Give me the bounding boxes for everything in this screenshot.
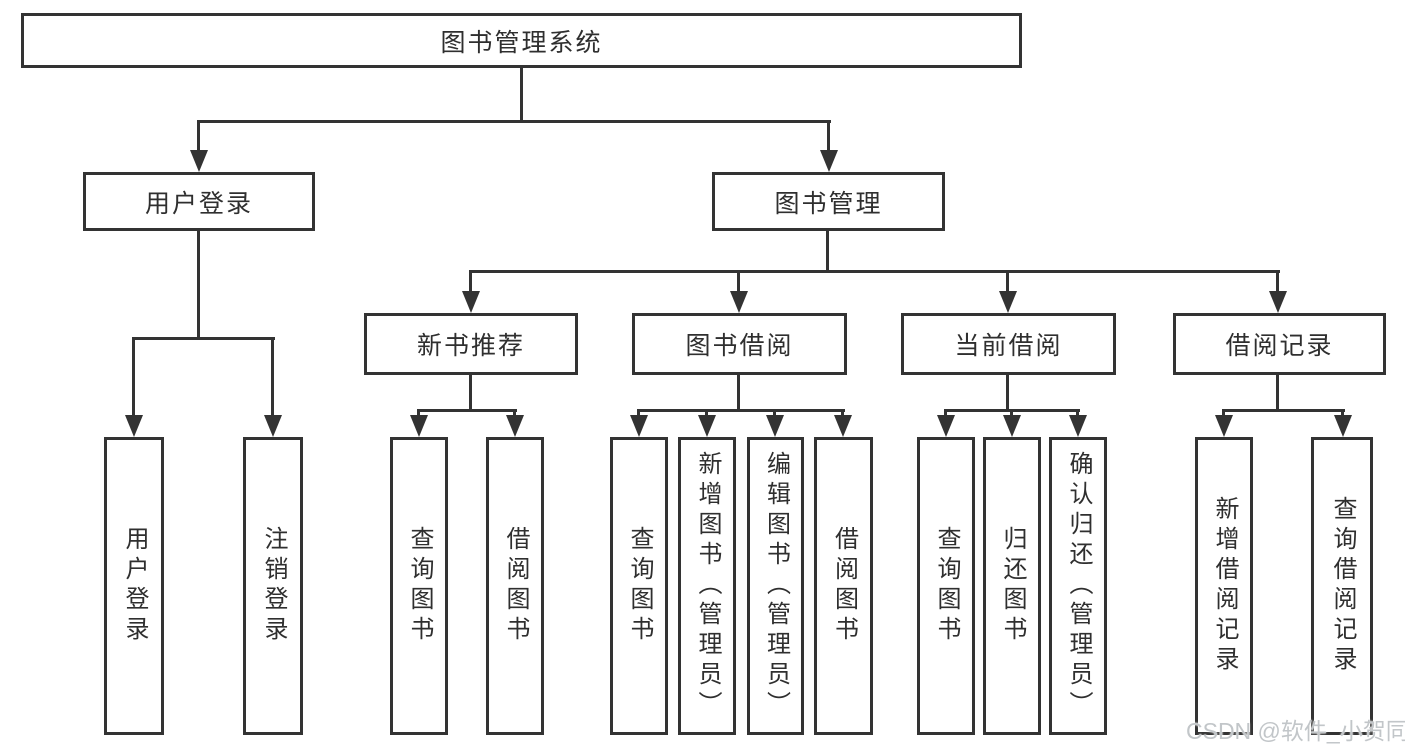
node-query-borrow-record: 查询借阅记录 <box>1311 437 1373 735</box>
arrowhead-down-icon <box>190 150 208 172</box>
node-query-books-borrow: 查询图书 <box>610 437 668 735</box>
connector-vline <box>469 375 472 409</box>
node-user-login-leaf: 用户登录 <box>104 437 164 735</box>
node-return-books: 归还图书 <box>983 437 1041 735</box>
connector-vline <box>513 409 516 417</box>
node-book-borrowing: 图书借阅 <box>632 313 847 375</box>
connector-vline <box>773 409 776 417</box>
arrowhead-down-icon <box>125 415 143 437</box>
node-logout: 注销登录 <box>243 437 303 735</box>
arrowhead-down-icon <box>264 415 282 437</box>
connector-vline <box>944 409 947 417</box>
arrowhead-down-icon <box>937 415 955 437</box>
node-root-label: 图书管理系统 <box>440 28 603 57</box>
connector-hline <box>132 337 275 340</box>
connector-hline <box>197 120 831 123</box>
node-borrow-books: 借阅图书 <box>814 437 873 735</box>
node-root: 图书管理系统 <box>21 13 1022 68</box>
node-confirm-return-admin: 确认归还（管理员） <box>1049 437 1107 735</box>
connector-vline <box>737 375 740 409</box>
connector-vline <box>1076 409 1079 417</box>
arrowhead-down-icon <box>1215 415 1233 437</box>
connector-vline <box>197 231 200 337</box>
arrowhead-down-icon <box>730 291 748 313</box>
connector-vline <box>841 409 844 417</box>
arrowhead-down-icon <box>766 415 784 437</box>
connector-vline <box>132 337 135 417</box>
arrowhead-down-icon <box>1069 415 1087 437</box>
node-book-management: 图书管理 <box>712 172 945 231</box>
connector-hline <box>417 409 517 412</box>
node-add-books-admin: 新增图书（管理员） <box>678 437 736 735</box>
arrowhead-down-icon <box>410 415 428 437</box>
connector-vline <box>271 337 274 417</box>
connector-hline <box>1222 409 1345 412</box>
node-query-books-recommend: 查询图书 <box>390 437 448 735</box>
connector-vline <box>737 270 740 293</box>
connector-vline <box>1276 375 1279 409</box>
connector-vline <box>1006 270 1009 293</box>
node-borrow-books-recommend: 借阅图书 <box>486 437 544 735</box>
connector-vline <box>1222 409 1225 417</box>
arrowhead-down-icon <box>630 415 648 437</box>
arrowhead-down-icon <box>462 291 480 313</box>
connector-vline <box>1010 409 1013 417</box>
node-edit-books-admin: 编辑图书（管理员） <box>747 437 804 735</box>
connector-hline <box>637 409 845 412</box>
connector-hline <box>469 270 1280 273</box>
connector-vline <box>637 409 640 417</box>
connector-vline <box>1006 375 1009 409</box>
node-add-borrow-record: 新增借阅记录 <box>1195 437 1253 735</box>
arrowhead-down-icon <box>1334 415 1352 437</box>
connector-vline <box>827 120 830 152</box>
arrowhead-down-icon <box>698 415 716 437</box>
connector-vline <box>417 409 420 417</box>
arrowhead-down-icon <box>834 415 852 437</box>
node-query-books-current: 查询图书 <box>917 437 975 735</box>
node-user-login: 用户登录 <box>83 172 315 231</box>
connector-vline <box>1276 270 1279 293</box>
connector-vline <box>520 68 523 120</box>
connector-vline <box>469 270 472 293</box>
arrowhead-down-icon <box>506 415 524 437</box>
arrowhead-down-icon <box>1269 291 1287 313</box>
connector-vline <box>197 120 200 152</box>
connector-vline <box>1341 409 1344 417</box>
arrowhead-down-icon <box>999 291 1017 313</box>
arrowhead-down-icon <box>1003 415 1021 437</box>
connector-vline <box>705 409 708 417</box>
connector-vline <box>826 231 829 270</box>
arrowhead-down-icon <box>820 150 838 172</box>
node-current-borrowing: 当前借阅 <box>901 313 1116 375</box>
watermark: CSDN @软件_小贺同学 <box>1186 718 1405 744</box>
node-new-book-recommendation: 新书推荐 <box>364 313 578 375</box>
node-borrowing-records: 借阅记录 <box>1173 313 1386 375</box>
